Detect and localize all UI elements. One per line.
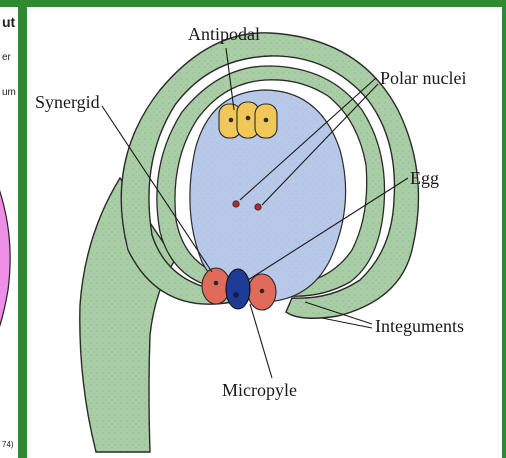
leader-micropyle	[250, 304, 272, 378]
label-micropyle: Micropyle	[222, 380, 297, 400]
leader-integument-outer	[322, 318, 372, 328]
antipodal-cells	[219, 102, 277, 138]
label-integuments: Integuments	[375, 316, 464, 336]
label-synergid: Synergid	[35, 92, 100, 112]
egg-apparatus	[202, 268, 276, 310]
label-polar-nuclei: Polar nuclei	[380, 68, 466, 88]
egg-cell	[226, 269, 250, 309]
label-egg: Egg	[410, 168, 439, 188]
label-antipodal: Antipodal	[188, 24, 260, 44]
